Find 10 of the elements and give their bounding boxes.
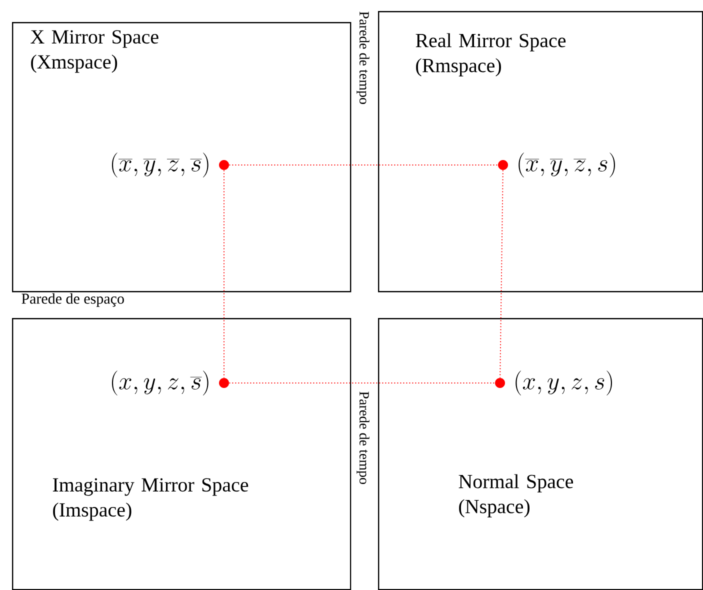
connector-line [228, 164, 498, 166]
wall-label: Parede de tempo [356, 390, 370, 486]
wall-label: Parede de tempo [356, 10, 370, 106]
coordinate-label: $(x, y, z, \overline{s})$ [112, 370, 208, 396]
connector-line [228, 382, 496, 384]
coordinate-label: $(\overline{x}, \overline{y}, \overline{z}, s)$ [518, 152, 616, 178]
connector-line [500, 170, 504, 378]
coordinate-label: $(\overline{x}, \overline{y}, \overline{z}, \overline{s})$ [112, 152, 208, 178]
wall-label: Parede de espaço [22, 293, 124, 307]
coordinate-label: $(x, y, z, s)$ [516, 370, 612, 396]
